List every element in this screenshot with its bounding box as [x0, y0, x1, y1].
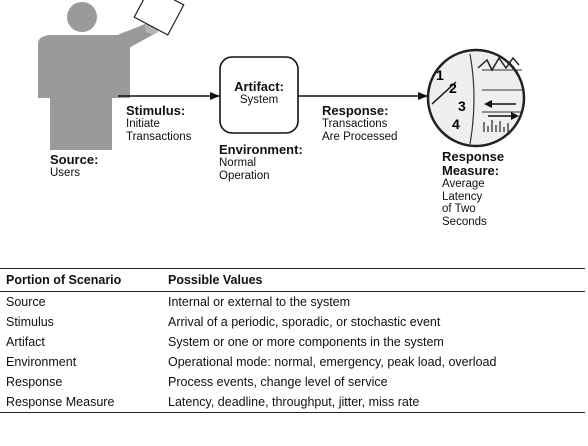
scenario-diagram: 1 2 3 4 Source: Users Stimulus: Initiate… [38, 0, 526, 228]
environment-line-1: Normal [219, 157, 257, 169]
row-portion: Source [6, 295, 46, 309]
stimulus-label: Stimulus: Initiate Transactions [126, 104, 191, 143]
row-portion: Response [6, 375, 63, 389]
measure-title-1: Response [442, 149, 505, 164]
measure-line-2: Latency [442, 190, 483, 203]
row-values: System or one or more components in the … [168, 335, 444, 349]
environment-title: Environment: [219, 142, 303, 157]
measure-dial-icon: 1 2 3 4 [426, 48, 526, 148]
row-values: Process events, change level of service [168, 375, 388, 389]
row-portion: Artifact [6, 335, 45, 349]
table-row: Environment Operational mode: normal, em… [0, 352, 585, 372]
dial-number-1: 1 [436, 67, 444, 83]
document-icon [133, 0, 185, 36]
dial-number-4: 4 [452, 116, 460, 132]
table-row: Response Process events, change level of… [0, 372, 585, 392]
artifact-title: Artifact: [234, 79, 284, 94]
row-values: Operational mode: normal, emergency, pea… [168, 355, 497, 369]
row-portion: Stimulus [6, 315, 54, 329]
table-row: Response Measure Latency, deadline, thro… [0, 392, 585, 413]
source-value: Users [50, 167, 81, 179]
source-title: Source: [50, 152, 99, 167]
dial-number-3: 3 [458, 98, 466, 114]
row-portion: Environment [6, 355, 77, 369]
measure-line-3: of Two [442, 203, 476, 215]
measure-line-1: Average [442, 178, 485, 190]
header-values: Possible Values [168, 273, 263, 287]
table-row: Artifact System or one or more component… [0, 332, 585, 352]
diagram-graphics: 1 2 3 4 [38, 0, 526, 150]
row-values: Latency, deadline, throughput, jitter, m… [168, 395, 420, 409]
artifact-box [219, 56, 299, 134]
stimulus-line-1: Initiate [126, 118, 160, 130]
response-line-1: Transactions [322, 118, 388, 130]
response-line-2: Are Processed [322, 130, 398, 143]
stimulus-line-2: Transactions [126, 130, 192, 143]
artifact-label: Artifact: System [220, 80, 298, 107]
table-row: Stimulus Arrival of a periodic, sporadic… [0, 312, 585, 332]
environment-line-2: Operation [219, 169, 270, 182]
response-title: Response: [322, 103, 389, 118]
measure-label: Response Measure: Average Latency of Two… [442, 150, 504, 228]
row-values: Arrival of a periodic, sporadic, or stoc… [168, 315, 441, 329]
measure-line-4: Seconds [442, 215, 487, 228]
environment-label: Environment: Normal Operation [219, 143, 303, 182]
row-portion: Response Measure [6, 395, 115, 409]
response-label: Response: Transactions Are Processed [322, 104, 397, 143]
table-row: Source Internal or external to the syste… [0, 292, 585, 313]
source-label: Source: Users [50, 153, 98, 180]
artifact-value: System [239, 94, 279, 106]
table-header-row: Portion of Scenario Possible Values [0, 268, 585, 292]
scenario-table: Portion of Scenario Possible Values Sour… [0, 268, 585, 413]
row-values: Internal or external to the system [168, 295, 351, 309]
dial-number-2: 2 [449, 80, 457, 96]
stimulus-title: Stimulus: [126, 103, 186, 118]
measure-title-2: Measure: [442, 163, 500, 178]
header-portion: Portion of Scenario [6, 273, 122, 287]
